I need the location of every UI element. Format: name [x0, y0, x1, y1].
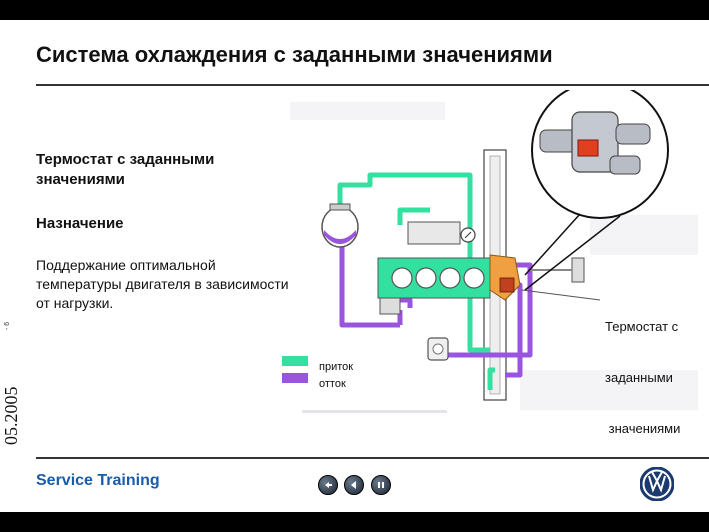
cylinder-4: [463, 267, 485, 289]
section-heading-line2: значениями: [36, 171, 125, 188]
closeup-pipe-bottom: [609, 155, 641, 175]
thermostat-element: [499, 277, 515, 293]
expansion-tank-fluid: [324, 230, 356, 244]
thermostat-label-leader: [521, 289, 601, 301]
bottom-bar: [0, 512, 709, 532]
purpose-line1: Поддержание оптимальной: [36, 257, 216, 273]
outflow-pipe-expansion: [339, 245, 400, 328]
purpose-line3: от нагрузки.: [36, 295, 114, 311]
page-number: - 6: [4, 321, 11, 330]
thermostat-housing: [489, 254, 521, 301]
outflow-pipe-radiator: [505, 282, 523, 378]
thermostat-label-line3: значениями: [605, 421, 681, 436]
section-heading-line1: Термостат с заданными: [36, 151, 215, 168]
inflow-pipe-bottom: [487, 367, 495, 390]
pause-icon: [378, 482, 384, 488]
back-icon: [351, 481, 356, 489]
closeup-thermostat-core: [577, 139, 599, 157]
faded-caption: [302, 410, 447, 413]
faded-panel-bottom: [520, 370, 698, 410]
thermostat-label: Термостат с заданными значениями: [605, 284, 680, 454]
return-icon: [325, 482, 332, 488]
inflow-pipes: [337, 172, 495, 390]
thermostat-callout: [524, 90, 669, 291]
temperature-sender-needle: [464, 231, 472, 239]
callout-pointer-right: [524, 215, 621, 291]
title-divider: [36, 84, 709, 86]
service-training-label: Service Training: [36, 472, 160, 489]
pause-button[interactable]: [371, 475, 391, 495]
thermostat-label-line2: заданными: [605, 370, 673, 385]
callout-pointer-left: [524, 213, 581, 276]
cylinder-2: [415, 267, 437, 289]
thermostat-label-line1: Термостат с: [605, 319, 679, 334]
cylinder-head: [407, 221, 461, 245]
coolant-pump: [379, 297, 401, 315]
date-label: 05.2005: [1, 386, 21, 446]
footer-divider: [36, 457, 709, 459]
vw-logo: [640, 467, 674, 501]
expansion-tank-cap: [329, 203, 351, 211]
top-bar: [0, 0, 709, 20]
back-button[interactable]: [344, 475, 364, 495]
cooling-system-diagram: [282, 90, 698, 413]
inflow-pipe-head: [397, 207, 430, 225]
legend-outflow-swatch: [282, 373, 308, 383]
purpose-line2: температуры двигателя в зависимости: [36, 276, 289, 292]
oil-cooler-port: [432, 343, 444, 355]
purpose-text: Поддержание оптимальной температуры двиг…: [36, 256, 336, 313]
cylinder-1: [391, 267, 413, 289]
closeup-pipe-right: [615, 123, 651, 145]
section-heading: Термостат с заданными значениями: [36, 150, 214, 190]
legend-inflow-label: приток: [319, 361, 354, 373]
faded-panel-top: [290, 102, 445, 120]
page-title: Система охлаждения с заданными значениям…: [36, 42, 553, 67]
heater-valve: [571, 257, 585, 283]
legend-inflow-swatch: [282, 356, 308, 366]
inflow-pipe-top: [337, 172, 490, 353]
return-button[interactable]: [318, 475, 338, 495]
purpose-heading: Назначение: [36, 215, 124, 232]
cylinder-3: [439, 267, 461, 289]
legend-outflow-label: отток: [319, 378, 346, 390]
faded-panel-right: [590, 215, 698, 255]
